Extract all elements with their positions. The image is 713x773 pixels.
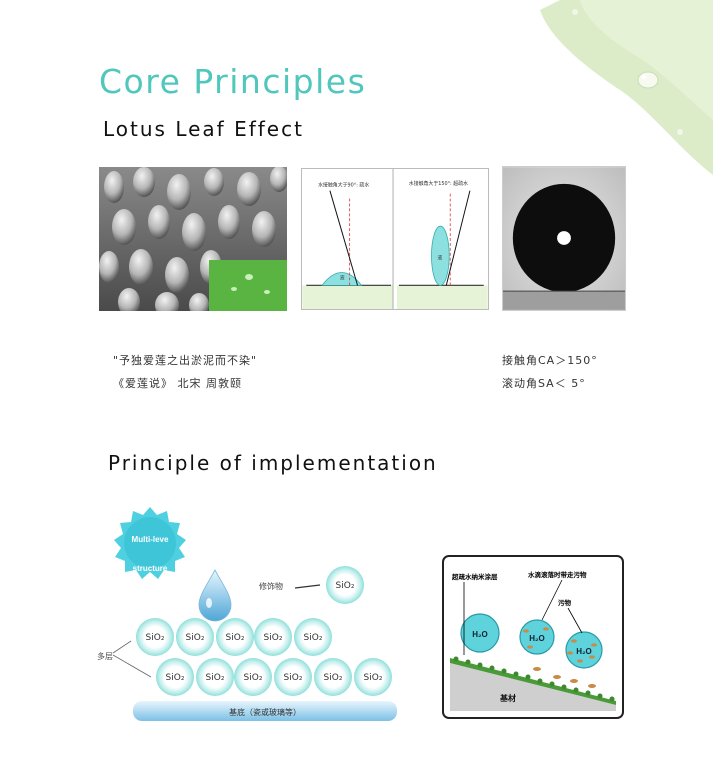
badge-text-line1: Multi-leve <box>132 535 169 544</box>
decoration-label: 修饰物 <box>259 581 283 591</box>
sio2-sphere <box>326 566 364 604</box>
hydrophobic-angle-label: 水接触角大于90°: 疏水 <box>318 182 369 189</box>
sio2-sphere <box>196 658 234 696</box>
gear-icon <box>114 507 186 579</box>
sphere-label: SiO₂ <box>166 673 185 683</box>
superhydrophobic-angle-label: 水接触角大于150°: 超疏水 <box>409 180 468 187</box>
badge-text-line2: structure <box>133 564 168 573</box>
sio2-sphere <box>136 618 174 656</box>
liquid-label-left: 液 <box>340 274 345 281</box>
implementation-heading: Principle of implementation <box>108 451 438 475</box>
multilayer-structure-diagram: Multi-leve structure 修饰物 SiO₂ SiO₂ SiO₂ Si… <box>97 507 397 721</box>
water-drop-icon <box>198 569 232 622</box>
liquid-label-right: 液 <box>437 255 442 262</box>
sio2-sphere <box>254 618 292 656</box>
poem-source: 《爱莲说》 北宋 周敦颐 <box>113 377 242 390</box>
contact-angle-value: 接触角CA＞150° <box>502 354 598 367</box>
sio2-sphere <box>216 618 254 656</box>
h2o-label-2: H₂O <box>529 634 545 643</box>
sphere-label: SiO₂ <box>364 673 383 683</box>
page-title: Core Principles <box>99 62 367 101</box>
lotus-leaf-effect-heading: Lotus Leaf Effect <box>103 117 304 141</box>
self-cleaning-diagram: H₂O H₂O H₂O 超疏水纳米涂层 水滴滚落时带走污物 污物 基材 <box>442 555 624 719</box>
sem-micrograph-image <box>99 167 287 311</box>
h2o-label-3: H₂O <box>576 647 592 656</box>
sio2-sphere <box>294 618 332 656</box>
sphere-label: SiO₂ <box>284 673 303 683</box>
sphere-label: SiO₂ <box>186 633 205 643</box>
sphere-label: SiO₂ <box>324 673 343 683</box>
sio2-sphere <box>156 658 194 696</box>
sio2-sphere <box>354 658 392 696</box>
coating-label: 超疏水纳米涂层 <box>451 572 498 581</box>
sphere-label: SiO₂ <box>244 673 263 683</box>
rolling-label: 水滴滚落时带走污物 <box>528 570 587 579</box>
sphere-label: SiO₂ <box>336 581 355 591</box>
multilayer-label: 多层 <box>97 651 113 661</box>
sio2-sphere <box>234 658 272 696</box>
contact-angle-diagram: 水接触角大于90°: 疏水 水接触角大于150°: 超疏水 液 液 <box>301 168 489 310</box>
base-label: 基底（瓷或玻璃等） <box>229 707 301 717</box>
sliding-angle-value: 滚动角SA＜ 5° <box>502 377 586 390</box>
h2o-label-1: H₂O <box>472 630 488 639</box>
sio2-sphere <box>176 618 214 656</box>
sphere-label: SiO₂ <box>304 633 323 643</box>
base-substrate <box>133 701 397 721</box>
decoration-pointer <box>294 584 321 589</box>
sio2-sphere <box>314 658 352 696</box>
substrate-label: 基材 <box>499 693 516 703</box>
water-droplet-photo <box>502 166 626 311</box>
sphere-label: SiO₂ <box>146 633 165 643</box>
sphere-label: SiO₂ <box>206 673 225 683</box>
dirt-label: 污物 <box>558 598 572 607</box>
sphere-label: SiO₂ <box>264 633 283 643</box>
lotus-leaf-decoration <box>540 0 713 175</box>
sio2-sphere <box>274 658 312 696</box>
poem-quote: "予独爱莲之出淤泥而不染" <box>113 354 258 367</box>
sphere-label: SiO₂ <box>226 633 245 643</box>
